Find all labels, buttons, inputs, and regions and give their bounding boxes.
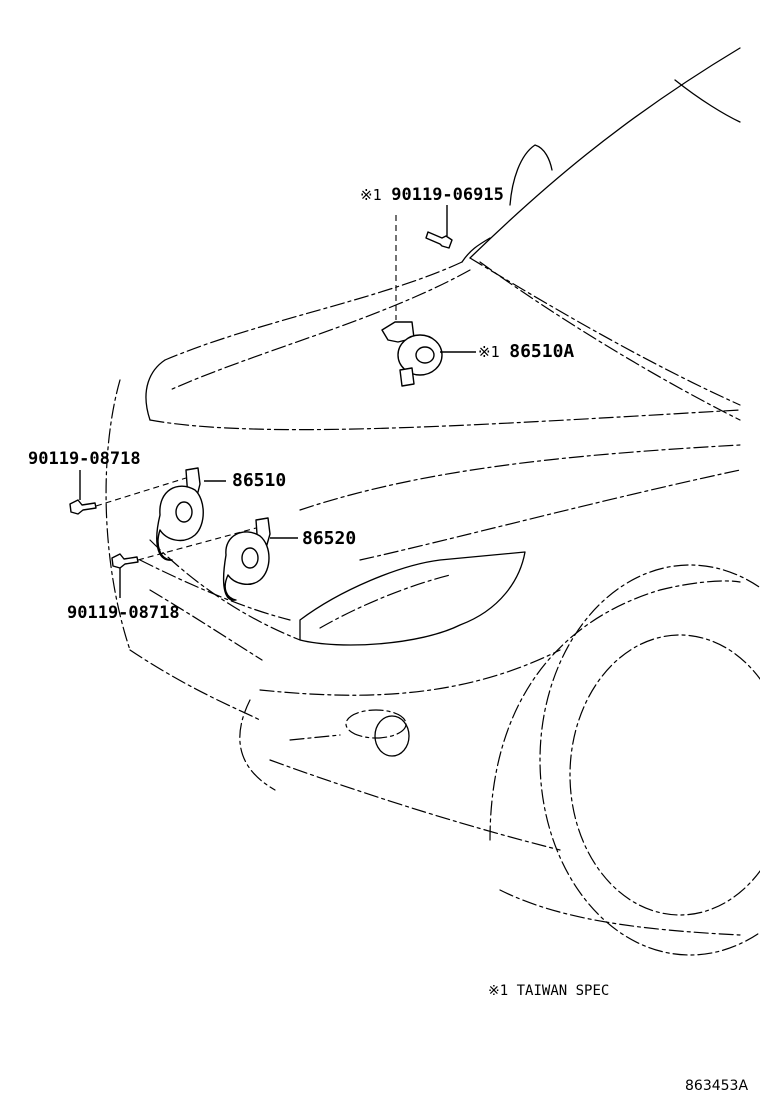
hood-center-line — [299, 444, 741, 511]
callout-bolt-90119-06915: ※1 90119-06915 — [360, 187, 504, 204]
cowl-line — [469, 257, 741, 406]
install-line-lower — [137, 527, 257, 561]
bolt-lower-90119-08718-shape — [111, 553, 139, 569]
hood-left-edge — [164, 261, 463, 361]
bolt-upper-90119-08718-shape — [69, 499, 97, 515]
part-number-90119-06915: 90119-06915 — [391, 185, 504, 205]
taiwan-spec-mark: ※1 — [360, 186, 382, 204]
fog-lamp-outer — [374, 715, 410, 757]
horn-86510a-center — [415, 346, 435, 364]
fender-line — [359, 469, 741, 561]
headlamp-outline — [299, 551, 526, 646]
note-mark: ※1 — [488, 983, 509, 999]
grille-line-2 — [149, 589, 263, 661]
a-pillar-outline — [469, 47, 741, 259]
bumper-line — [259, 649, 561, 696]
wheel-tire — [539, 564, 760, 956]
install-line-upper — [95, 477, 187, 507]
part-number-90119-08718-upper: 90119-08718 — [28, 449, 141, 469]
hood-corner — [145, 359, 166, 421]
taiwan-spec-mark: ※1 — [478, 343, 500, 361]
note-text: TAIWAN SPEC — [516, 983, 610, 999]
horn-86510a-terminal — [399, 367, 415, 387]
hood-front-edge — [149, 409, 741, 431]
horn-86510-center — [175, 501, 193, 523]
wheel-rim — [569, 634, 760, 916]
hood-left-edge-inner — [169, 269, 471, 391]
cowl-line-inner — [479, 261, 741, 421]
grille-side — [105, 379, 131, 651]
callout-horn-86510a: ※1 86510A — [478, 343, 574, 361]
bumper-lower — [269, 759, 561, 851]
taiwan-spec-note: ※1 TAIWAN SPEC — [488, 984, 609, 998]
part-number-90119-08718-lower: 90119-08718 — [67, 603, 180, 623]
rocker-line — [499, 889, 741, 936]
fog-lamp-line — [289, 734, 341, 741]
headlamp-inner — [319, 574, 451, 629]
hood-rear-edge — [461, 237, 491, 263]
part-number-86510: 86510 — [232, 470, 287, 491]
horn-86510-body — [156, 485, 204, 561]
mirror-outline — [509, 144, 553, 206]
front-bumper-upper — [149, 539, 301, 641]
fog-lamp-bezel — [345, 709, 407, 739]
horn-86520-center — [241, 547, 259, 569]
part-number-86510a: 86510A — [509, 341, 575, 362]
bolt-90119-06915-shape — [425, 231, 453, 249]
wheel-arch — [489, 580, 741, 841]
grille-line-1 — [129, 649, 261, 721]
illustration-reference-number: 863453A — [685, 1078, 749, 1094]
windshield-edge — [674, 79, 741, 123]
part-number-86520: 86520 — [302, 528, 357, 549]
